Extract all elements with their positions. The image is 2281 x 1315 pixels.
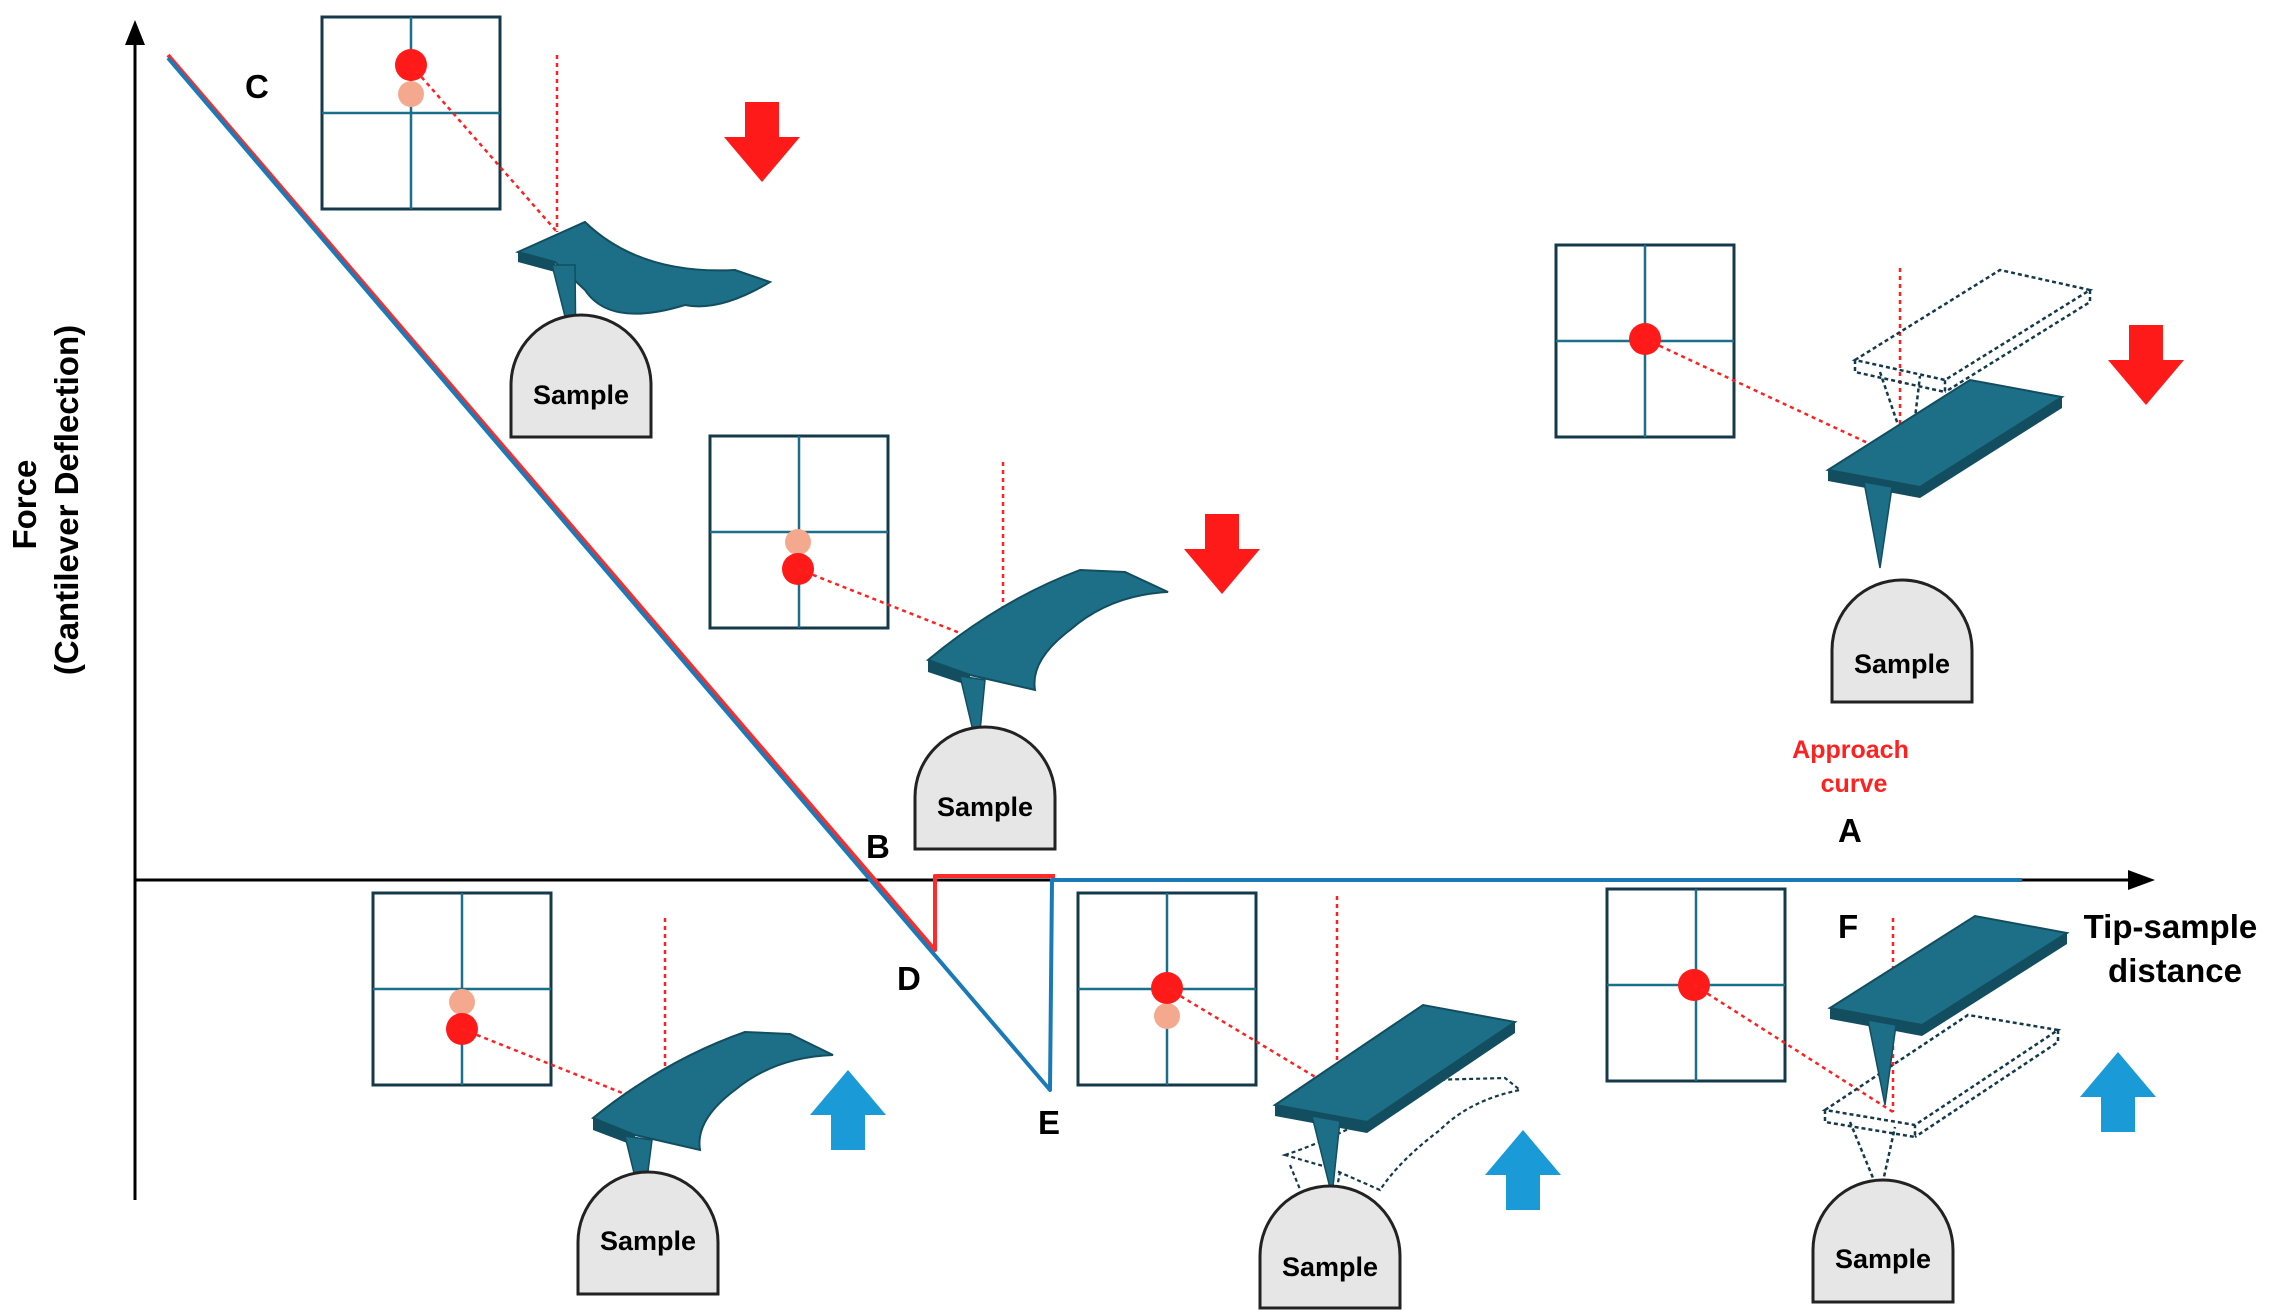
y-axis-label-line2: (Cantilever Deflection) xyxy=(48,325,85,675)
y-axis-label-line1: Force xyxy=(6,460,43,550)
x-axis-arrowhead xyxy=(2128,870,2155,890)
sample-shape xyxy=(1830,578,1974,704)
laser-beam-reflected xyxy=(410,64,558,233)
laser-spot-reference xyxy=(449,989,475,1015)
cantilever-ghost-outline xyxy=(1821,1013,2062,1200)
sample-label: Sample xyxy=(1835,1244,1931,1274)
sample-shape xyxy=(509,313,653,439)
y-axis-label: Force (Cantilever Deflection) xyxy=(6,325,85,675)
blue-up-arrow-icon xyxy=(1485,1130,1561,1210)
cantilever-straight-side xyxy=(1275,1022,1515,1133)
cantilever-straight xyxy=(1825,378,2065,489)
cantilever-bent xyxy=(926,568,1169,692)
red-down-arrow-icon xyxy=(724,102,800,182)
point-label-a: A xyxy=(1838,812,1862,849)
laser-spot-reference xyxy=(398,81,424,107)
approach-curve xyxy=(166,53,1055,952)
sample-shape xyxy=(913,725,1057,851)
retract-curve xyxy=(166,56,2022,1092)
laser-beam-reflected xyxy=(1166,986,1338,1092)
x-axis-label: Tip-sample distance xyxy=(2084,908,2267,989)
cantilever-ghost-outline xyxy=(1851,268,2094,461)
cantilever-bent-side xyxy=(928,660,970,686)
cantilever-bent-side xyxy=(518,252,555,272)
x-axis-label-line1: Tip-sample xyxy=(2084,908,2258,945)
sample-label: Sample xyxy=(1854,649,1950,679)
panel-e: Sample xyxy=(1076,891,1561,1310)
cantilever-tip xyxy=(1867,1019,1897,1106)
panel-f: Sample xyxy=(1605,887,2156,1304)
cantilever-tip xyxy=(1310,1115,1341,1197)
blue-up-arrow-icon xyxy=(2080,1052,2156,1132)
cantilever-straight-side xyxy=(1830,933,2067,1036)
blue-up-arrow-icon xyxy=(810,1070,886,1150)
y-axis-arrowhead xyxy=(125,20,145,45)
point-label-f: F xyxy=(1838,908,1858,945)
cantilever-straight-side xyxy=(1828,397,2062,498)
sample-label: Sample xyxy=(600,1226,696,1256)
sample-label: Sample xyxy=(937,792,1033,822)
approach-curve-label: Approach curve xyxy=(1792,736,1916,798)
laser-spot-reference xyxy=(785,529,811,555)
panel-a: Sample xyxy=(1554,243,2184,704)
red-down-arrow-icon xyxy=(1184,514,1260,594)
approach-label-line1: Approach xyxy=(1792,736,1909,764)
panel-c: Sample xyxy=(320,15,800,439)
cantilever-bent xyxy=(591,1030,834,1152)
laser-spot-reference xyxy=(1154,1003,1180,1029)
cantilever-tip xyxy=(1863,481,1893,569)
panel-d: Sample xyxy=(371,891,886,1296)
point-label-b: B xyxy=(866,828,890,865)
sample-shape xyxy=(1811,1178,1955,1304)
x-axis-label-line2: distance xyxy=(2108,952,2242,989)
cantilever-bent xyxy=(515,220,773,315)
laser-beam-reflected xyxy=(1644,337,1901,460)
approach-label-line2: curve xyxy=(1821,770,1888,798)
point-label-d: D xyxy=(897,960,921,997)
photodetector-quadrant-icon xyxy=(320,15,502,211)
cantilever-bent-side xyxy=(593,1118,635,1146)
sample-label: Sample xyxy=(533,380,629,410)
red-down-arrow-icon xyxy=(2108,325,2184,405)
point-label-e: E xyxy=(1038,1104,1060,1141)
sample-label: Sample xyxy=(1282,1252,1378,1282)
point-label-c: C xyxy=(245,68,269,105)
sample-shape xyxy=(1258,1184,1402,1310)
panel-b: Sample xyxy=(708,434,1260,851)
